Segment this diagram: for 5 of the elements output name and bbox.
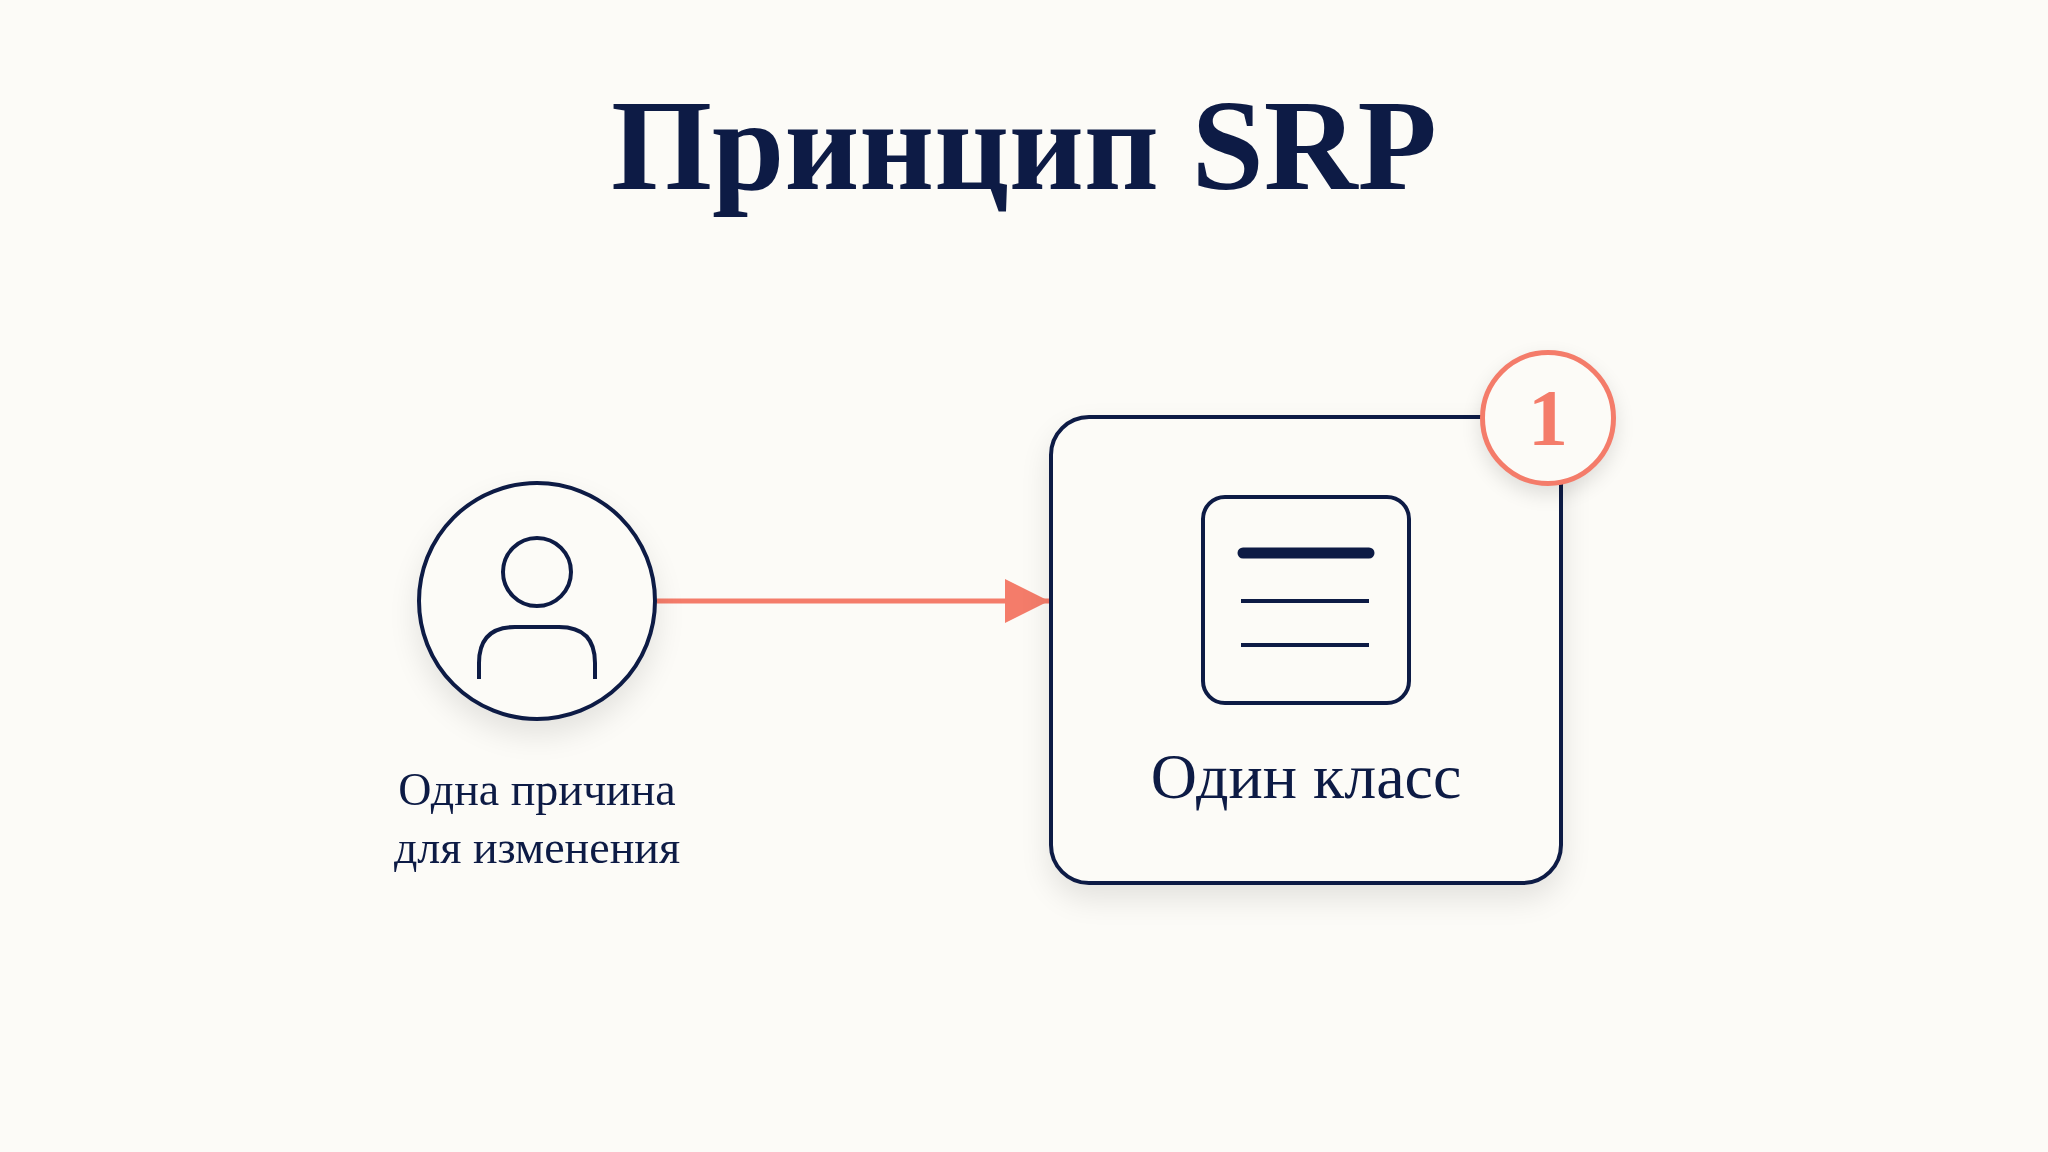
title: Принцип SRP (610, 72, 1438, 219)
arrow (657, 579, 1049, 623)
node-label: Одна причина для изменения (392, 763, 682, 875)
card-label: Один класс (1149, 740, 1463, 814)
number-badge: 1 (1480, 350, 1616, 486)
